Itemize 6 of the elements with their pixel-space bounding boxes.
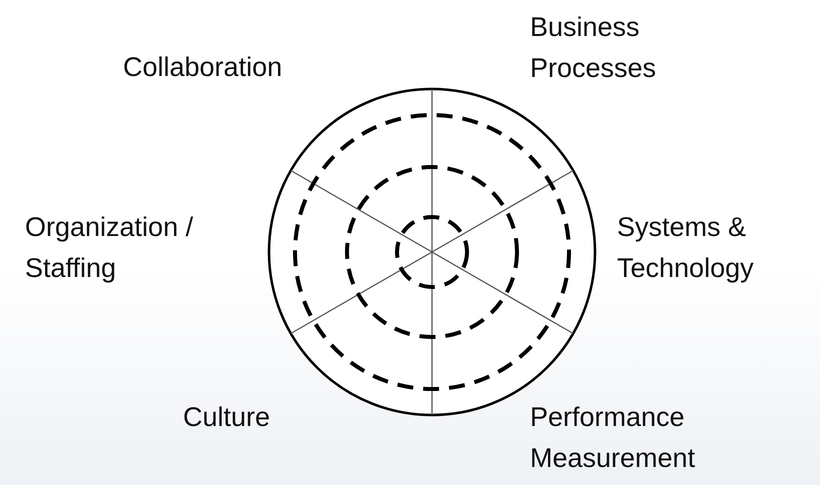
category-label: Performance Measurement — [530, 401, 696, 475]
category-label: Organization / Staffing — [25, 211, 194, 285]
category-label: Collaboration — [123, 51, 282, 84]
category-label: Business Processes — [530, 11, 658, 85]
category-label: Culture — [183, 401, 270, 434]
category-label: Systems & Technology — [617, 211, 755, 285]
